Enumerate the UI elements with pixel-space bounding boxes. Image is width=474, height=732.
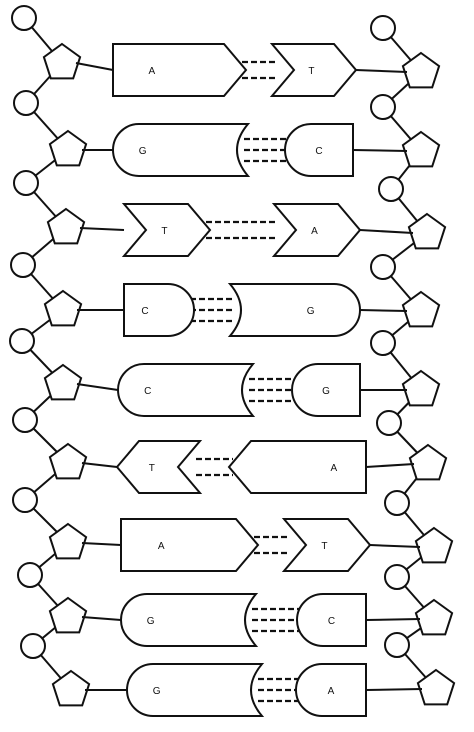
base-right	[271, 203, 362, 257]
base-left-label: A	[158, 541, 165, 552]
sugar-base-bond	[75, 62, 114, 71]
sugar-pentagon	[51, 669, 91, 707]
phosphate-circle	[370, 330, 396, 356]
base-right	[281, 518, 372, 572]
sugar-pentagon	[416, 668, 456, 706]
phosphate-circle	[12, 407, 38, 433]
sugar-base-bond	[81, 616, 122, 621]
phosphate-circle	[384, 564, 410, 590]
base-left	[120, 518, 260, 572]
base-right	[284, 123, 354, 177]
base-right-label: G	[322, 386, 330, 397]
sugar-pentagon	[401, 290, 441, 328]
phosphate-circle	[10, 252, 36, 278]
sugar-pentagon	[48, 129, 88, 167]
base-right-label: C	[315, 146, 322, 157]
phosphate-circle	[13, 170, 39, 196]
phosphate-circle	[378, 176, 404, 202]
left-backbone	[9, 5, 91, 707]
base-left	[117, 363, 256, 417]
base-left-label: A	[149, 66, 156, 77]
phosphate-circle	[20, 633, 46, 659]
base-left-label: T	[161, 226, 167, 237]
phosphate-circle	[370, 254, 396, 280]
sugar-pentagon	[46, 207, 86, 245]
base-right-label: T	[321, 541, 327, 552]
sugar-base-bond	[81, 542, 122, 546]
base-right-label: A	[328, 686, 335, 697]
phosphate-circle	[12, 487, 38, 513]
base-right-label: A	[330, 463, 337, 474]
sugar-pentagon	[43, 289, 83, 327]
sugar-base-bond	[369, 544, 421, 548]
sugar-pentagon	[401, 369, 441, 407]
phosphate-circle	[376, 410, 402, 436]
sugar-base-bond	[81, 462, 118, 468]
phosphate-circle	[370, 15, 396, 41]
base-left-label: T	[149, 463, 155, 474]
base-left-label: G	[139, 146, 147, 157]
sugar-base-bond	[355, 69, 408, 73]
base-left-label: G	[147, 616, 155, 627]
base-right	[269, 43, 358, 97]
sugar-pentagon	[408, 443, 448, 481]
base-right-label: A	[311, 226, 318, 237]
base-left-label: G	[153, 686, 161, 697]
base-right	[295, 663, 367, 717]
base-left	[123, 283, 195, 337]
phosphate-circle	[384, 490, 410, 516]
phosphate-circle	[370, 94, 396, 120]
sugar-pentagon	[401, 130, 441, 168]
sugar-pentagon	[43, 363, 83, 401]
base-left-label: C	[141, 306, 148, 317]
sugar-base-bond	[76, 383, 119, 391]
sugar-base-bond	[365, 463, 415, 468]
sugar-base-bond	[365, 618, 421, 621]
base-right	[227, 283, 361, 337]
sugar-pentagon	[48, 442, 88, 480]
sugar-base-bond	[352, 149, 408, 152]
base-right	[291, 363, 361, 417]
phosphate-circle	[13, 90, 39, 116]
base-left	[120, 593, 259, 647]
right-backbone	[370, 15, 456, 706]
base-right-label: T	[308, 66, 314, 77]
sugar-base-bond	[79, 227, 125, 231]
phosphate-circle	[11, 5, 37, 31]
phosphate-circle	[9, 328, 35, 354]
sugar-base-bond	[365, 688, 423, 691]
sugar-base-bond	[359, 309, 408, 312]
phosphate-circle	[17, 562, 43, 588]
base-left	[115, 440, 203, 494]
base-left	[121, 203, 212, 257]
sugar-pentagon	[48, 522, 88, 560]
base-left	[126, 663, 265, 717]
base-right-label: G	[307, 306, 315, 317]
sugar-base-bond	[359, 229, 414, 234]
sugar-pentagon	[401, 51, 441, 89]
base-right-label: C	[328, 616, 335, 627]
base-right	[227, 440, 367, 494]
base-left	[112, 43, 248, 97]
phosphate-circle	[384, 632, 410, 658]
base-left	[112, 123, 251, 177]
sugar-pentagon	[407, 212, 447, 250]
base-right	[296, 593, 367, 647]
sugar-pentagon	[414, 526, 454, 564]
sugar-pentagon	[48, 596, 88, 634]
sugar-pentagon	[42, 42, 82, 80]
base-left-label: C	[144, 386, 151, 397]
sugar-pentagon	[414, 598, 454, 636]
